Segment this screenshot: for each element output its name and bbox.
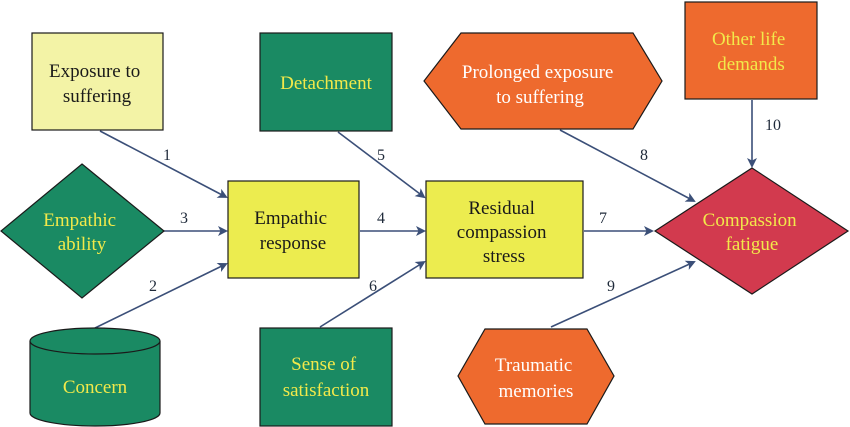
edge-label-8: 8 [640, 147, 648, 164]
other-demands-line-2: demands [717, 54, 785, 75]
empathic-response-line-2: response [260, 233, 326, 254]
svg-text:Compassion fatigue: Compassion fatigue [703, 210, 802, 255]
residual-line-3: stress [483, 246, 525, 267]
empathic-ability-line-2: ability [58, 234, 107, 255]
node-empathic-ability: Empathic ability [0, 163, 165, 299]
satisfaction-line-1: Sense of [291, 354, 357, 375]
edge-label-9: 9 [607, 278, 615, 295]
node-detachment: Detachment [259, 32, 393, 132]
svg-text:Exposure to suffering: Exposure to suffering [49, 61, 145, 107]
svg-text:Concern: Concern [63, 377, 128, 398]
edge-8 [559, 129, 696, 202]
node-empathic-response: Empathic response [227, 180, 360, 279]
node-residual-compassion-stress: Residual compassion stress [425, 180, 584, 279]
edge-label-1: 1 [163, 147, 171, 164]
edge-5 [337, 131, 426, 199]
node-traumatic-memories: Traumatic memories [457, 328, 615, 425]
node-exposure-to-suffering: Exposure to suffering [31, 32, 164, 131]
residual-line-1: Residual [468, 198, 535, 219]
other-demands-line-1: Other life [712, 29, 785, 50]
node-compassion-fatigue: Compassion fatigue [653, 167, 850, 295]
edge-label-3: 3 [180, 210, 188, 227]
svg-text:Sense of satisfaction: Sense of satisfaction [283, 354, 370, 401]
exposure-line-1: Exposure to [49, 61, 140, 82]
svg-text:Prolonged exposure to su: Prolonged exposure to suffering [462, 62, 618, 108]
node-other-life-demands: Other life demands [684, 1, 818, 100]
edge-9 [550, 260, 696, 328]
detachment-line-1: Detachment [280, 73, 373, 94]
svg-text:Empathic response: Empathic response [254, 208, 332, 254]
edge-label-7: 7 [599, 210, 607, 227]
prolonged-line-2: to suffering [496, 87, 584, 108]
exposure-line-2: suffering [63, 86, 132, 107]
node-sense-of-satisfaction: Sense of satisfaction [259, 327, 393, 427]
compassion-fatigue-line-1: Compassion [703, 210, 797, 231]
edge-label-4: 4 [377, 210, 385, 227]
edge-label-5: 5 [377, 147, 385, 164]
edge-6 [319, 260, 426, 328]
edge-label-10: 10 [765, 117, 781, 134]
svg-text:Empathic ability: Empathic ability [43, 210, 121, 255]
edge-2 [94, 263, 228, 329]
empathic-ability-line-1: Empathic [43, 210, 116, 231]
svg-text:Traumatic memories: Traumatic memories [495, 355, 577, 402]
prolonged-line-1: Prolonged exposure [462, 62, 613, 83]
traumatic-line-2: memories [499, 381, 574, 402]
svg-text:Other life demands: Other life demands [712, 29, 790, 75]
svg-text:Residual compassion: Residual compassion stress [457, 198, 551, 267]
edge-label-6: 6 [369, 278, 377, 295]
edge-label-2: 2 [149, 278, 157, 295]
residual-line-2: compassion [457, 222, 547, 243]
node-prolonged-exposure: Prolonged exposure to suffering [423, 32, 663, 130]
compassion-fatigue-line-2: fatigue [726, 234, 779, 255]
edges [94, 100, 757, 329]
concern-line-1: Concern [63, 377, 128, 398]
edge-1 [99, 130, 228, 198]
traumatic-line-1: Traumatic [495, 355, 572, 376]
satisfaction-line-2: satisfaction [283, 380, 370, 401]
empathic-response-line-1: Empathic [254, 208, 327, 229]
node-concern: Concern [29, 327, 161, 427]
edge-labels: 1 2 3 4 5 6 7 8 9 10 [149, 117, 781, 295]
svg-text:Detachment: Detachment [280, 73, 373, 94]
